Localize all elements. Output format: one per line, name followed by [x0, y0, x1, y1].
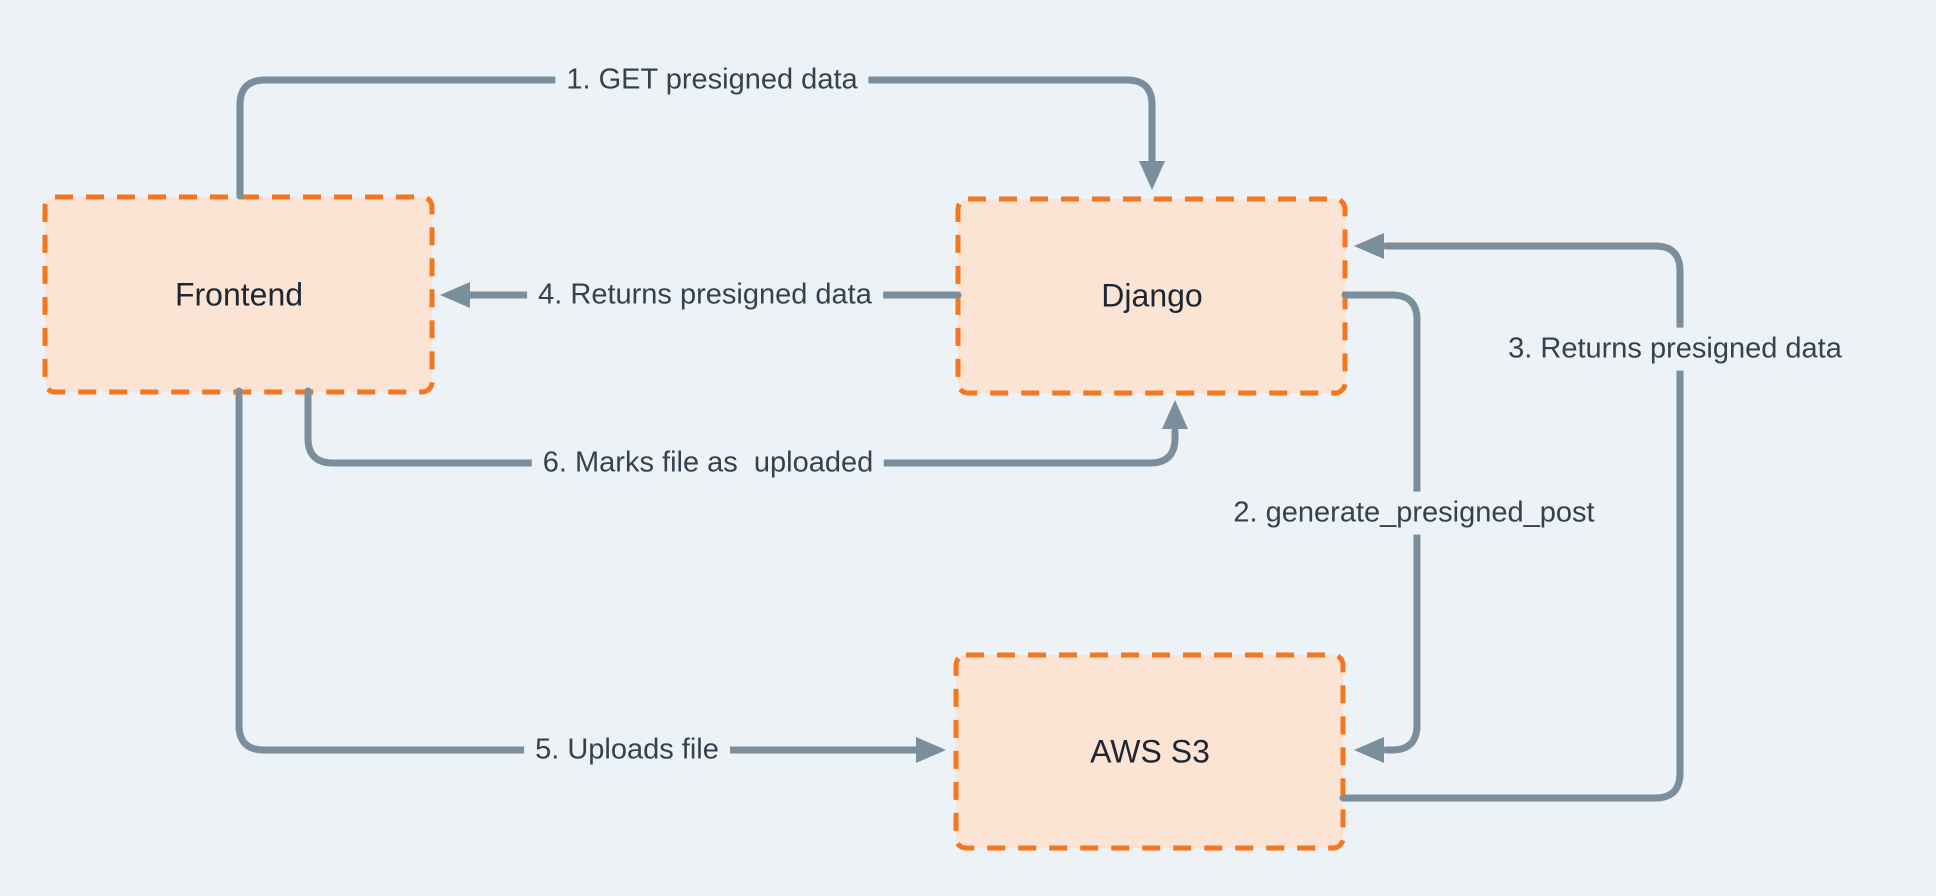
node-label-aws-s3: AWS S3	[1090, 733, 1210, 770]
arrowhead-5-right-icon	[916, 737, 946, 763]
node-label-frontend: Frontend	[174, 276, 304, 313]
edge-label-5-uploads-file: 5. Uploads file	[524, 728, 730, 772]
arrowhead-1-down-icon	[1139, 161, 1165, 190]
arrowhead-6-up-icon	[1162, 400, 1188, 429]
edge-label-1-get-presigned-data: 1. GET presigned data	[555, 58, 869, 102]
edge-3-returns-presigned-data	[1339, 242, 1684, 802]
edge-label-6-marks-file-uploaded: 6. Marks file as uploaded	[531, 441, 885, 485]
edge-label-2-generate-presigned-post: 2. generate_presigned_post	[1222, 491, 1606, 535]
edge-label-3-returns-presigned-data: 3. Returns presigned data	[1497, 327, 1853, 371]
aws-s3-box	[953, 652, 1346, 851]
edge-label-4-returns-presigned-data: 4. Returns presigned data	[527, 273, 883, 317]
edge-5-uploads-file	[235, 387, 922, 754]
arrowhead-3-left-icon	[1354, 233, 1384, 259]
node-label-django: Django	[1101, 277, 1203, 314]
arrowhead-4-left-icon	[440, 282, 470, 308]
arrowhead-2-left-icon	[1354, 737, 1384, 763]
